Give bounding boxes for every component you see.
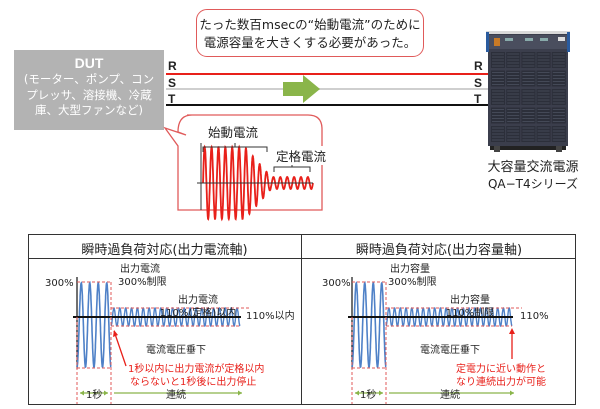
span-short-current: 1秒 <box>86 390 103 401</box>
phase-label-r: R <box>168 59 177 73</box>
continuous-waveform <box>110 307 241 327</box>
phase-label-t-psu: T <box>474 92 482 106</box>
span-long-current: 連続 <box>166 390 186 401</box>
peak-label-current: 出力電流 300%制限 <box>118 263 167 289</box>
phase-label-t: T <box>168 92 176 106</box>
note-arrow <box>113 330 127 367</box>
cont-label-line: 110%制限 <box>445 308 495 319</box>
wiring-diagram <box>163 31 570 222</box>
peak-waveform <box>76 281 112 369</box>
y-label-300-capacity: 300% <box>322 278 351 289</box>
rated-label: 定格電流 <box>276 146 327 165</box>
note-line: ならないと1秒後に出力停止 <box>130 377 257 388</box>
panel-title-current: 瞬時過負荷対応(出力電流軸) <box>81 243 248 258</box>
peak-waveform <box>351 281 387 369</box>
droop-label-capacity: 電流電圧垂下 <box>420 345 480 356</box>
panel-current-waveform <box>73 277 250 404</box>
right-label-capacity: 110% <box>520 311 549 322</box>
cont-label-capacity: 出力容量 110%制限 <box>440 294 500 320</box>
headline-callout-text: たった数百msecの“始動電流”のために 電源容量を大きくする必要があった。 <box>196 16 424 52</box>
peak-label-line: 300%制限 <box>388 277 437 288</box>
dut-desc-line: プレッサ、溶接機、冷蔵 <box>26 87 152 102</box>
headline-line-1: たった数百msecの“始動電流”のために <box>199 17 421 32</box>
cont-label-line: 出力容量 <box>450 295 490 306</box>
right-label-current: 110%以内 <box>246 311 295 322</box>
dut-description: (モーター、ポンプ、コン プレッサ、溶接機、冷蔵 庫、大型ファンなど) <box>14 72 164 119</box>
power-supply-unit-image <box>486 31 570 152</box>
dut-box <box>14 50 164 130</box>
header-divider <box>28 258 576 260</box>
dut-desc-line: 庫、大型ファンなど) <box>35 103 143 117</box>
inrush-bracket <box>202 143 268 152</box>
span-long-capacity: 連続 <box>440 390 460 401</box>
headline-callout <box>196 9 424 57</box>
cont-label-line: 出力電流 <box>178 295 218 306</box>
note-line: 1秒以内に出力電流が定格以内 <box>128 364 265 375</box>
overload-waveforms <box>73 277 522 404</box>
note-line: なり連続出力が可能 <box>456 377 546 388</box>
droop-label-current: 電流電圧垂下 <box>146 345 206 356</box>
phase-label-s: S <box>168 76 177 90</box>
panel-capacity-waveform <box>348 277 522 404</box>
panel-title-capacity: 瞬時過負荷対応(出力容量軸) <box>355 243 523 258</box>
phase-label-s-psu: S <box>474 76 483 90</box>
phase-label-r-psu: R <box>474 59 483 73</box>
peak-label-line: 出力電流 <box>120 264 160 275</box>
dut-title: DUT <box>74 55 104 71</box>
note-line: 定電力に近い動作と <box>456 364 546 375</box>
power-flow-arrow-icon <box>283 75 320 103</box>
panel-divider <box>301 234 303 405</box>
note-current: 1秒以内に出力電流が定格以内 ならないと1秒後に出力停止 <box>128 363 264 389</box>
dut-desc-line: (モーター、ポンプ、コン <box>23 72 155 86</box>
span-short-capacity: 1秒 <box>360 390 377 401</box>
cont-label-line: 110%(定格)以内 <box>159 308 237 319</box>
y-label-300-current: 300% <box>45 278 74 289</box>
peak-label-line: 300%制限 <box>118 277 167 288</box>
inrush-label: 始動電流 <box>208 125 259 140</box>
peak-label-capacity: 出力容量 300%制限 <box>388 263 437 289</box>
power-supply-name: 大容量交流電源 <box>487 160 579 175</box>
power-supply-series: QA−T4シリーズ <box>487 177 579 191</box>
power-supply-label: 大容量交流電源 QA−T4シリーズ <box>470 159 596 193</box>
headline-line-2: 電源容量を大きくする必要があった。 <box>203 35 417 50</box>
peak-label-line: 出力容量 <box>390 264 430 275</box>
note-capacity: 定電力に近い動作と なり連続出力が可能 <box>456 363 546 389</box>
cont-label-current: 出力電流 110%(定格)以内 <box>158 294 238 320</box>
